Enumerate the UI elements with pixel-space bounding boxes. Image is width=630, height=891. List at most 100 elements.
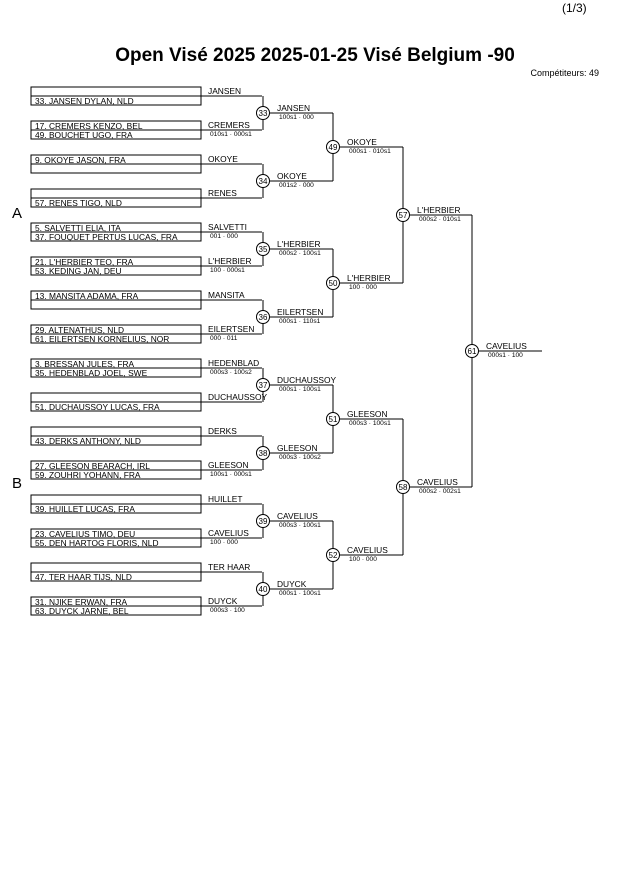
r1-winner: CAVELIUS — [208, 528, 249, 538]
match-number: 50 — [329, 279, 338, 288]
seed-competitor: 35. HEDENBLAD JOEL, SWE — [35, 368, 148, 378]
page-number: (1/3) — [562, 1, 587, 15]
r1-score: 100s1 · 000s1 — [210, 471, 252, 478]
match-number: 58 — [399, 483, 408, 492]
seed-box — [30, 333, 202, 344]
r1-score: 100 · 000s1 — [210, 267, 245, 274]
r1-score: 000 · 011 — [210, 335, 238, 342]
seed-box — [30, 392, 202, 403]
r2-winner: DUYCK — [277, 579, 307, 589]
seed-box — [30, 86, 202, 97]
seed-competitor: 3. BRESSAN JULES, FRA — [35, 359, 135, 369]
seed-competitor: 47. TER HAAR TIJS, NLD — [35, 572, 132, 582]
r1-score: 010s1 · 000s1 — [210, 131, 252, 138]
seed-box — [30, 426, 202, 437]
seed-box — [30, 537, 202, 548]
r1-winner: DERKS — [208, 426, 237, 436]
seed-competitor: 39. HUILLET LUCAS, FRA — [35, 504, 135, 514]
match-number: 34 — [259, 177, 268, 186]
r1-winner: RENES — [208, 188, 237, 198]
r1-winner: JANSEN — [208, 86, 242, 96]
r3-score: 000s1 · 010s1 — [349, 148, 391, 155]
seed-competitor: 59. ZOUHRI YOHANN, FRA — [35, 470, 141, 480]
match-number: 33 — [259, 109, 268, 118]
seed-competitor: 13. MANSITA ADAMA, FRA — [35, 291, 139, 301]
seed-box — [30, 95, 202, 106]
r1-winner: TER HAAR — [208, 562, 251, 572]
r3-winner: CAVELIUS — [347, 545, 388, 555]
match-number: 49 — [329, 143, 338, 152]
r2-score: 000s3 · 100s1 — [279, 522, 321, 529]
seed-box — [30, 435, 202, 446]
r2-winner: CAVELIUS — [277, 511, 318, 521]
r3-score: 100 · 000 — [349, 284, 377, 291]
seed-competitor: 29. ALTENATHUS, NLD — [35, 325, 125, 335]
match-number: 37 — [259, 381, 268, 390]
seed-box — [30, 494, 202, 505]
seed-box — [30, 503, 202, 514]
match-number: 61 — [468, 347, 477, 356]
seed-competitor: 53. KEDING JAN, DEU — [35, 266, 122, 276]
seed-box — [30, 265, 202, 276]
r1-winner: L'HERBIER — [208, 256, 252, 266]
r1-winner: DUYCK — [208, 596, 238, 606]
r2-winner: OKOYE — [277, 171, 307, 181]
seed-competitor: 23. CAVELIUS TIMO, DEU — [35, 529, 136, 539]
seed-box — [30, 299, 202, 310]
r1-score: 100 · 000 — [210, 539, 238, 546]
r2-winner: GLEESON — [277, 443, 318, 453]
seed-box — [30, 562, 202, 573]
r3-winner: GLEESON — [347, 409, 388, 419]
r2-score: 000s1 · 100s1 — [279, 590, 321, 597]
r2-score: 000s3 · 100s2 — [279, 454, 321, 461]
r3-score: 100 · 000 — [349, 556, 377, 563]
r1-score: 000s3 · 100s2 — [210, 369, 252, 376]
seed-box — [30, 605, 202, 616]
seed-box — [30, 401, 202, 412]
r1-winner: HEDENBLAD — [208, 358, 260, 368]
match-number: 57 — [399, 211, 408, 220]
r1-score: 000s3 · 100 — [210, 607, 245, 614]
seed-box — [30, 469, 202, 480]
match-number: 36 — [259, 313, 268, 322]
r4-winner: L'HERBIER — [417, 205, 461, 215]
r2-score: 001s2 · 000 — [279, 182, 314, 189]
r1-winner: EILERTSEN — [208, 324, 255, 334]
seed-competitor: 37. FOUQUET PERTUS LUCAS, FRA — [35, 232, 178, 242]
r1-winner: OKOYE — [208, 154, 238, 164]
r5-winner: CAVELIUS — [486, 341, 527, 351]
seed-box — [30, 188, 202, 199]
seed-competitor: 61. EILERTSEN KORNELIUS, NOR — [35, 334, 170, 344]
seed-competitor: 55. DEN HARTOG FLORIS, NLD — [35, 538, 159, 548]
seed-competitor: 57. RENES TIGO, NLD — [35, 198, 122, 208]
section-label-a: A — [12, 205, 23, 222]
section-label-b: B — [12, 475, 23, 492]
r2-winner: EILERTSEN — [277, 307, 324, 317]
match-number: 52 — [329, 551, 338, 560]
seed-competitor: 17. CREMERS KENZO, BEL — [35, 121, 143, 131]
r2-winner: L'HERBIER — [277, 239, 321, 249]
r4-score: 000s2 · 010s1 — [419, 216, 461, 223]
seed-box — [30, 163, 202, 174]
r1-winner: CREMERS — [208, 120, 250, 130]
seed-competitor: 31. NJIKE ERWAN, FRA — [35, 597, 128, 607]
r1-winner: MANSITA — [208, 290, 245, 300]
seed-competitor: 9. OKOYE JASON, FRA — [35, 155, 126, 165]
seed-box — [30, 129, 202, 140]
r4-winner: CAVELIUS — [417, 477, 458, 487]
match-number: 40 — [259, 585, 268, 594]
seed-competitor: 43. DERKS ANTHONY, NLD — [35, 436, 141, 446]
match-number: 51 — [329, 415, 338, 424]
r2-score: 100s1 · 000 — [279, 114, 314, 121]
match-number: 35 — [259, 245, 268, 254]
r1-winner: SALVETTI — [208, 222, 247, 232]
match-number: 38 — [259, 449, 268, 458]
r2-winner: JANSEN — [277, 103, 311, 113]
r2-score: 000s1 · 110s1 — [279, 318, 321, 325]
r2-score: 000s2 · 100s1 — [279, 250, 321, 257]
seed-competitor: 51. DUCHAUSSOY LUCAS, FRA — [35, 402, 160, 412]
seed-box — [30, 231, 202, 242]
seed-competitor: 5. SALVETTI ELIA, ITA — [35, 223, 121, 233]
r3-winner: L'HERBIER — [347, 273, 391, 283]
